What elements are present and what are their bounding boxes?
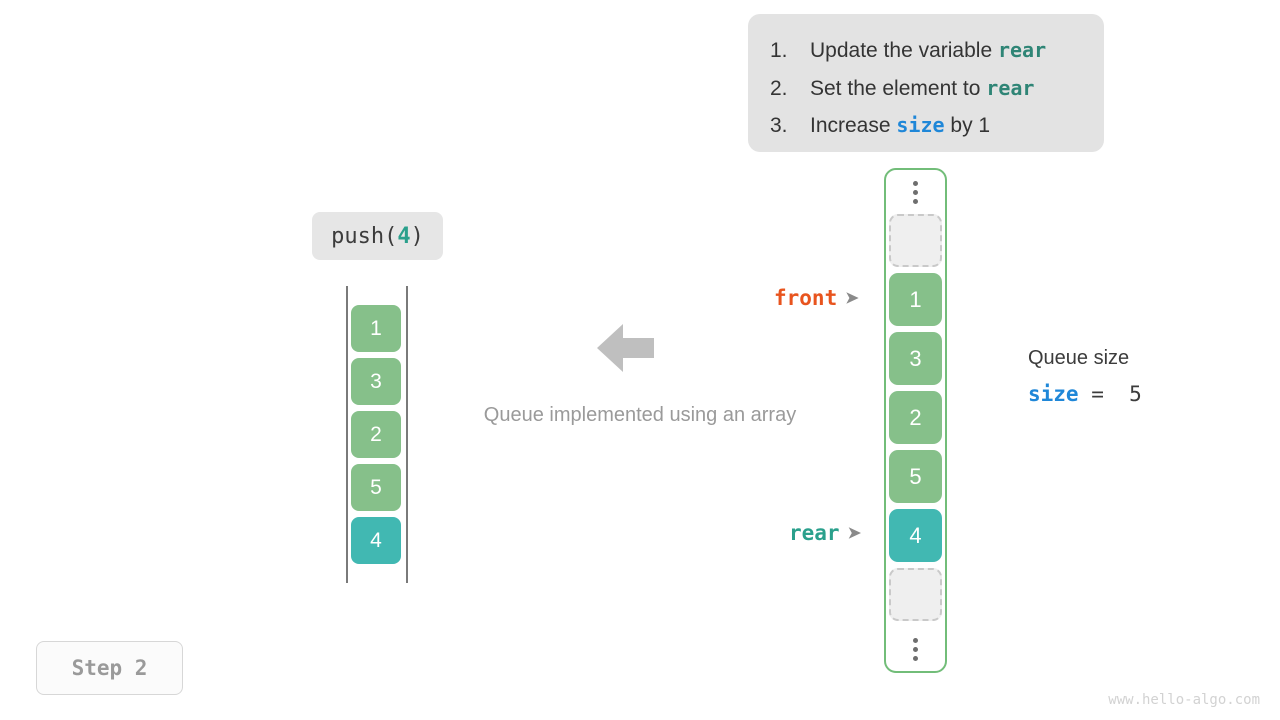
memory-cell-new: 4 bbox=[889, 509, 942, 562]
pointer-label-front: front ➤ bbox=[774, 286, 859, 310]
pointer-rear-text: rear bbox=[789, 521, 840, 545]
pointer-front-text: front bbox=[774, 286, 838, 310]
instruction-text: Update the variable bbox=[810, 39, 998, 62]
memory-cell: 1 bbox=[889, 273, 942, 326]
operation-name: push( bbox=[331, 223, 398, 249]
pointer-arrow-icon: ➤ bbox=[845, 290, 859, 307]
queue-size-title: Queue size bbox=[1028, 347, 1130, 369]
instruction-number: 1. bbox=[770, 39, 788, 62]
step-badge: Step 2 bbox=[36, 641, 183, 695]
ellipsis-dot bbox=[913, 655, 918, 661]
memory-array-container: 1 3 2 5 4 bbox=[884, 168, 947, 673]
instruction-panel: 1. Update the variable rear 2. Set the e… bbox=[748, 14, 1104, 152]
ellipsis-dot bbox=[913, 189, 918, 195]
memory-cell-empty bbox=[889, 568, 942, 621]
ellipsis-dot bbox=[913, 180, 918, 186]
queue-cell: 1 bbox=[351, 305, 401, 352]
ellipsis-dot bbox=[913, 646, 918, 652]
instruction-text: Set the element to bbox=[810, 76, 987, 100]
instruction-code-rear: rear bbox=[997, 38, 1047, 62]
queue-cell: 3 bbox=[351, 358, 401, 405]
memory-cell: 2 bbox=[889, 391, 942, 444]
pointer-arrow-icon: ➤ bbox=[847, 525, 861, 542]
queue-cell-new: 4 bbox=[351, 517, 401, 564]
diagram-caption: Queue implemented using an array bbox=[483, 404, 797, 426]
operation-argument: 4 bbox=[397, 223, 411, 249]
instruction-code-size: size bbox=[896, 113, 945, 137]
instruction-item: 2. Set the element to rear bbox=[770, 70, 1082, 108]
queue-size-readout: Queue size size = 5 bbox=[1028, 344, 1142, 406]
operation-label: push(4) bbox=[312, 212, 443, 260]
queue-size-expression: size = 5 bbox=[1028, 382, 1142, 406]
operation-close-paren: ) bbox=[410, 223, 424, 249]
memory-cell: 3 bbox=[889, 332, 942, 385]
instruction-text-after: by 1 bbox=[944, 114, 991, 137]
vertical-ellipsis-icon bbox=[913, 627, 918, 671]
queue-cell: 2 bbox=[351, 411, 401, 458]
size-value: = 5 bbox=[1078, 382, 1142, 406]
array-bracket-right bbox=[406, 286, 408, 583]
size-keyword: size bbox=[1028, 382, 1079, 406]
queue-cell-list: 1 3 2 5 4 bbox=[351, 305, 401, 570]
array-bracket-left bbox=[346, 286, 348, 583]
queue-cell: 5 bbox=[351, 464, 401, 511]
arrow-left-icon bbox=[597, 322, 654, 374]
vertical-ellipsis-icon bbox=[913, 170, 918, 214]
instruction-text: Increase bbox=[810, 114, 897, 137]
instruction-item: 3. Increase size by 1 bbox=[770, 107, 1082, 145]
pointer-label-rear: rear ➤ bbox=[789, 521, 861, 545]
instruction-number: 2. bbox=[770, 76, 788, 100]
watermark: www.hello-algo.com bbox=[1108, 692, 1260, 708]
instruction-code-rear: rear bbox=[986, 75, 1035, 100]
ellipsis-dot bbox=[913, 637, 918, 643]
instruction-item: 1. Update the variable rear bbox=[770, 32, 1082, 70]
ellipsis-dot bbox=[913, 198, 918, 204]
instruction-number: 3. bbox=[770, 114, 788, 137]
memory-cell-empty bbox=[889, 214, 942, 267]
memory-cell: 5 bbox=[889, 450, 942, 503]
